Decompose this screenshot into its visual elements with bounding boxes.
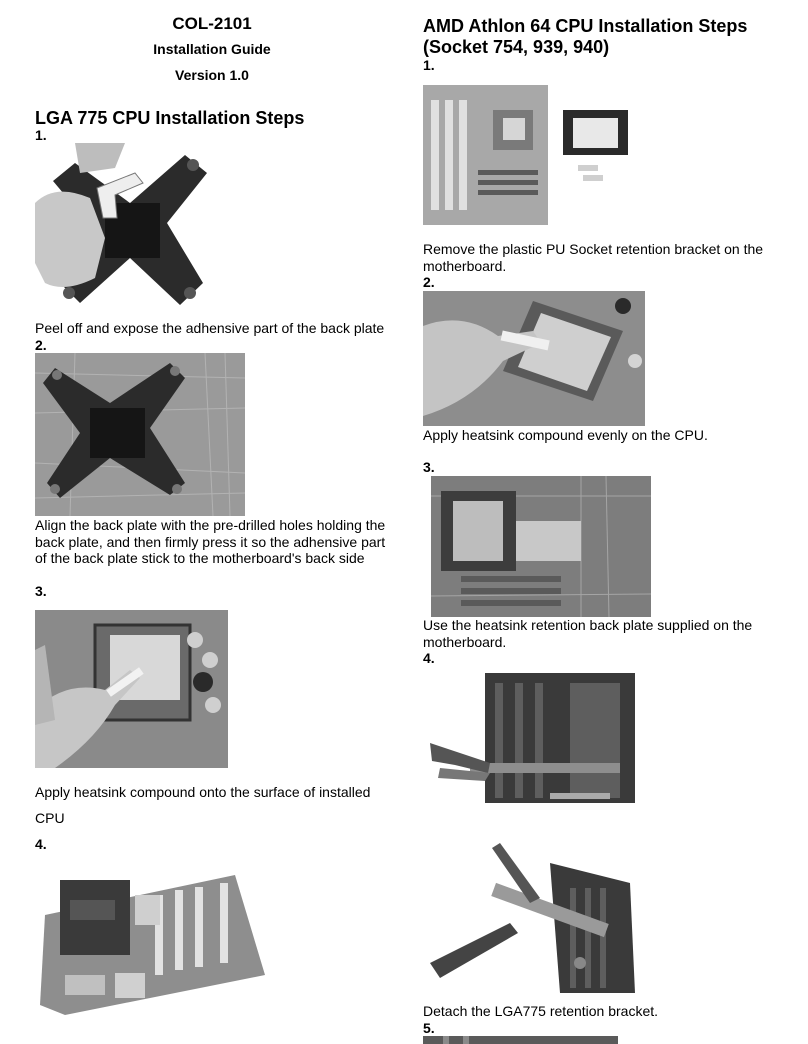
- amd-step-3-number: 3.: [423, 459, 435, 475]
- lga775-step-2-caption: Align the back plate with the pre-drille…: [35, 517, 386, 566]
- document-version: Version 1.0: [175, 67, 249, 83]
- amd-step-2-caption: Apply heatsink compound evenly on the CP…: [423, 427, 708, 443]
- lga775-step-3-number: 3.: [35, 583, 47, 599]
- lga775-step-3-caption-cont: CPU: [35, 810, 65, 826]
- detach-bracket-photo-b: [430, 843, 638, 995]
- lga775-step-3-caption: Apply heatsink compound onto the surface…: [35, 784, 371, 800]
- document-title: COL-2101: [172, 14, 252, 33]
- installed-cooler-motherboard-photo: [35, 855, 270, 1015]
- detach-bracket-photo-a: [430, 673, 638, 823]
- lga775-step-2-number: 2.: [35, 337, 47, 353]
- amd-step-4-caption: Detach the LGA775 retention bracket.: [423, 1003, 659, 1019]
- apply-compound-amd-photo: [423, 291, 645, 426]
- lga775-section-title: LGA 775 CPU Installation Steps: [35, 108, 305, 128]
- amd-step-2-number: 2.: [423, 274, 435, 290]
- back-plate-photo: [35, 143, 225, 316]
- amd-step-1-number: 1.: [423, 57, 435, 73]
- amd-section-title: AMD Athlon 64 CPU Installation Steps: [423, 16, 748, 36]
- document-subtitle: Installation Guide: [153, 41, 271, 57]
- apply-compound-lga775-photo: [35, 610, 228, 768]
- amd-step-1-caption: Remove the plastic PU Socket retention b…: [423, 241, 764, 274]
- back-plate-on-board-photo: [35, 353, 245, 516]
- lga775-step-1-caption: Peel off and expose the adhensive part o…: [35, 320, 385, 336]
- amd-step-3-caption: Use the heatsink retention back plate su…: [423, 617, 753, 650]
- retention-back-plate-photo: [431, 476, 651, 617]
- amd-section-subtitle: (Socket 754, 939, 940): [423, 37, 610, 57]
- lga775-step-1-number: 1.: [35, 127, 47, 143]
- step-5-photo-partial: [423, 1036, 618, 1044]
- amd-step-5-number: 5.: [423, 1020, 435, 1036]
- remove-retention-bracket-photo: [423, 80, 638, 228]
- lga775-step-4-number: 4.: [35, 836, 47, 852]
- amd-step-4-number: 4.: [423, 650, 435, 666]
